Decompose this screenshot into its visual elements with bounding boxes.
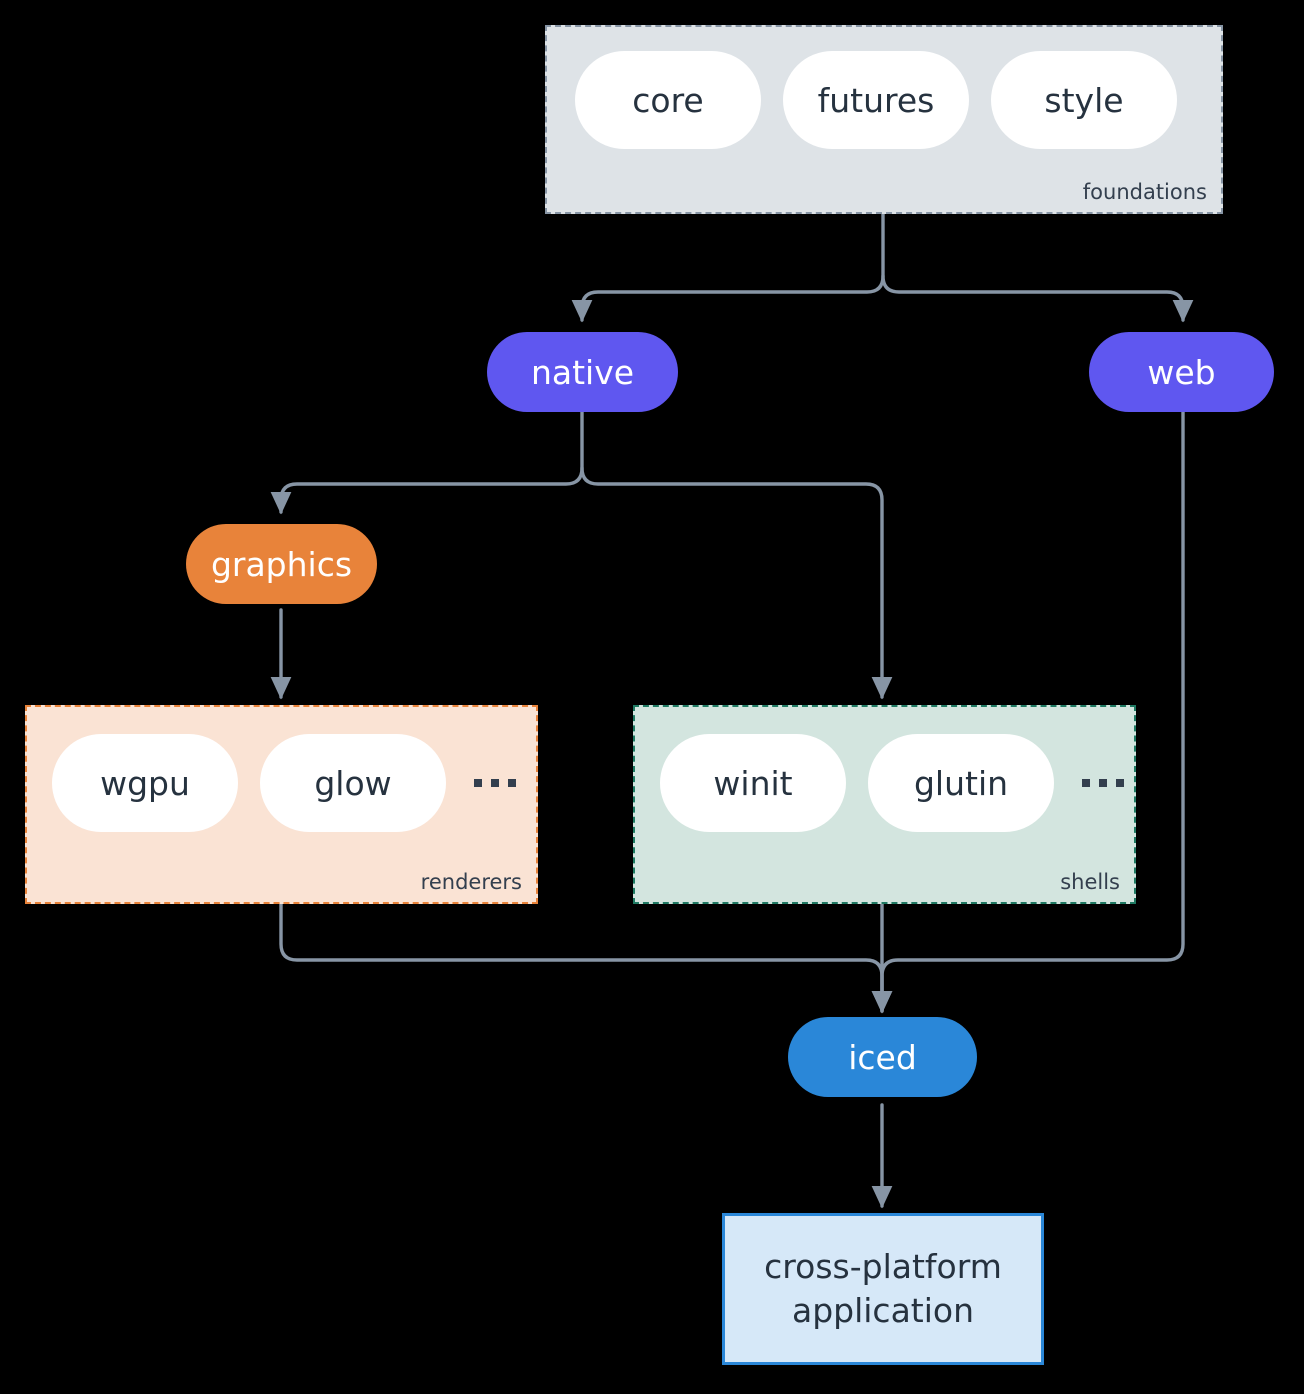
node-core-label: core	[632, 80, 704, 120]
application-line-2: application	[791, 1291, 975, 1330]
application-line-1: cross-platform	[764, 1246, 1002, 1286]
node-wgpu-label: wgpu	[100, 763, 190, 803]
node-native[interactable]: native	[487, 332, 678, 412]
node-wgpu[interactable]: wgpu	[52, 734, 238, 832]
node-web[interactable]: web	[1089, 332, 1274, 412]
node-glutin[interactable]: glutin	[868, 734, 1054, 832]
node-graphics-label: graphics	[210, 544, 353, 584]
foundations-items: core futures style	[575, 51, 1177, 149]
edge-foundations-native	[571, 212, 885, 323]
node-core[interactable]: core	[575, 51, 761, 149]
cluster-shells-label: shells	[1060, 870, 1120, 894]
node-graphics[interactable]: graphics	[186, 524, 377, 604]
node-iced[interactable]: iced	[788, 1017, 977, 1097]
cluster-shells: winit glutin shells	[633, 705, 1136, 904]
cluster-foundations: core futures style foundations	[545, 25, 1223, 214]
node-iced-label: iced	[848, 1037, 917, 1077]
node-style-label: style	[1044, 80, 1124, 120]
shells-ellipsis-icon	[1076, 779, 1130, 787]
node-glutin-label: glutin	[913, 763, 1009, 803]
cluster-renderers-label: renderers	[420, 870, 522, 894]
edge-renderers-iced	[279, 902, 893, 1014]
node-web-label: web	[1147, 352, 1216, 392]
node-winit-label: winit	[713, 763, 793, 803]
node-futures-label: futures	[817, 80, 935, 120]
node-futures[interactable]: futures	[783, 51, 969, 149]
edge-foundations-web	[881, 274, 1194, 323]
node-style[interactable]: style	[991, 51, 1177, 149]
node-glow-label: glow	[314, 763, 392, 803]
edge-web-iced	[871, 410, 1185, 1014]
node-winit[interactable]: winit	[660, 734, 846, 832]
renderers-items: wgpu glow	[52, 734, 522, 832]
node-native-label: native	[530, 352, 635, 392]
cluster-renderers: wgpu glow renderers	[25, 705, 538, 904]
edge-native-shells	[580, 466, 893, 700]
edge-native-graphics	[270, 410, 584, 515]
shells-items: winit glutin	[660, 734, 1130, 832]
renderers-ellipsis-icon	[468, 779, 522, 787]
node-cross-platform-application[interactable]: cross-platform application	[722, 1213, 1044, 1365]
node-glow[interactable]: glow	[260, 734, 446, 832]
cluster-foundations-label: foundations	[1082, 180, 1207, 204]
